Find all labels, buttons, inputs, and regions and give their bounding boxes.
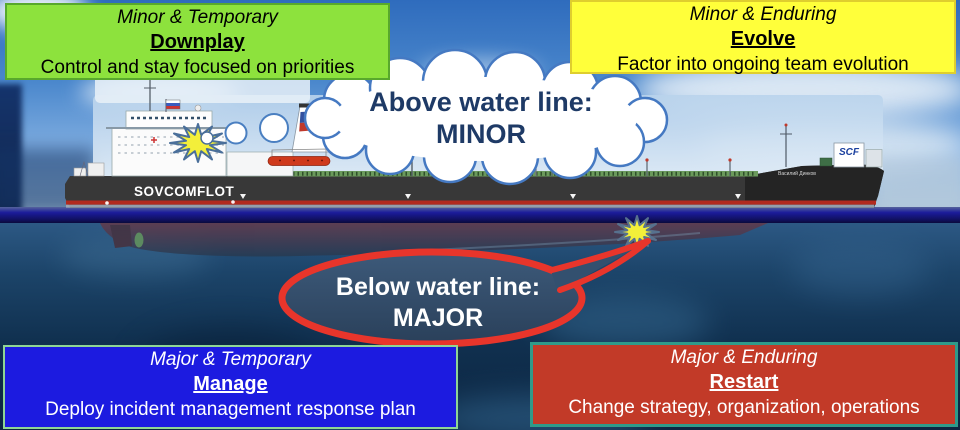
explosion-below-waterline-icon [614,215,660,249]
above-water-callout: Above water line: MINOR [306,86,656,150]
thought-bubble-dots-icon [224,113,289,145]
quadrant-action: Evolve [730,28,796,50]
below-water-callout-shape [278,238,651,348]
quadrant-action: Manage [193,373,268,395]
below-water-callout: Below water line: MAJOR [288,272,588,334]
haze-right [876,158,960,214]
quadrant-category: Minor & Enduring [689,4,837,25]
quadrant-action: Downplay [150,31,245,53]
quadrant-major-temporary-box: Major & Temporary Manage Deploy incident… [3,345,458,429]
quadrant-category: Major & Enduring [670,347,818,368]
quadrant-description: Control and stay focused on priorities [40,57,355,78]
scf-deckhouse [833,142,865,168]
boot-topping [66,204,874,208]
below-water-line1: Below water line: [335,273,541,301]
vessel-name-label: Василий Динков [778,171,816,177]
explosion-above-waterline-icon [169,123,227,163]
lifeboat [267,156,331,166]
waterline-stripe-red [66,200,876,205]
above-water-line1: Above water line: [369,87,593,117]
quadrant-minor-temporary-box: Minor & Temporary Downplay Control and s… [5,3,390,80]
stern-fittings [73,160,105,177]
thought-cloud [303,48,669,186]
underwater-glow [790,240,930,295]
load-line-marks [105,194,741,205]
quadrant-category: Major & Temporary [150,349,311,370]
bow-details [780,123,883,168]
radar-dome [194,104,202,112]
russian-flag-icon [165,99,181,112]
bow-section [745,164,884,201]
quadrant-description: Factor into ongoing team evolution [617,54,909,75]
quadrant-minor-enduring-box: Minor & Enduring Evolve Factor into ongo… [570,0,956,75]
submerged-hull [100,223,768,257]
quadrant-description: Change strategy, organization, operation… [568,397,920,418]
hull [65,164,884,208]
hull-brand-label: SOVCOMFLOT [134,184,235,199]
scf-logo-label: SCF [839,147,859,158]
ship-illustration [65,70,884,208]
below-water-line2: MAJOR [392,304,484,332]
waterline-band [0,207,960,223]
quadrant-category: Minor & Temporary [117,7,278,28]
red-cross-marking [151,137,157,143]
above-water-line2: MINOR [436,119,526,149]
quadrant-major-enduring-box: Major & Enduring Restart Change strategy… [530,342,958,427]
thought-origin-dot [200,131,214,145]
quadrant-action: Restart [709,371,779,393]
quadrant-description: Deploy incident management response plan [45,399,416,420]
